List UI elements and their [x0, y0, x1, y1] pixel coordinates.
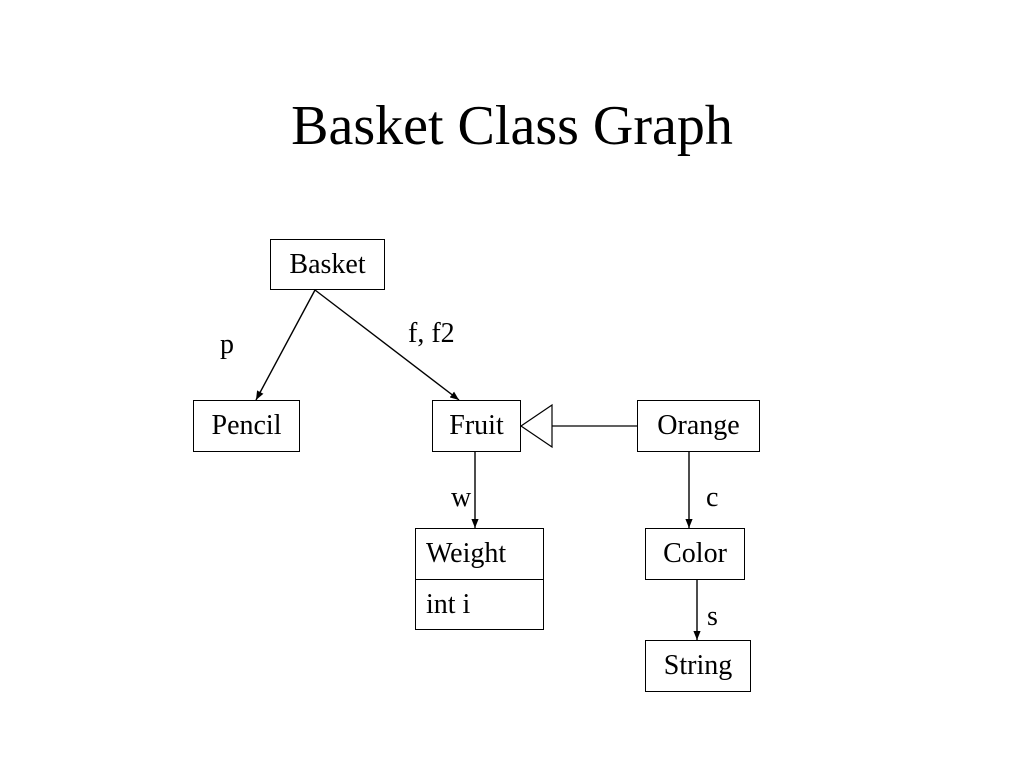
class-name-orange: Orange [657, 410, 740, 441]
class-field-section: int i [416, 579, 543, 629]
edge-label-f-f2: f, f2 [408, 318, 455, 349]
class-name-section: Weight [416, 529, 543, 579]
class-name-basket: Basket [289, 248, 366, 280]
class-box-orange[interactable]: Orange [637, 400, 760, 452]
slide-title: Basket Class Graph [291, 95, 733, 157]
class-box-pencil[interactable]: Pencil [193, 400, 300, 452]
edge-label-w: w [451, 482, 472, 513]
edge-basket-pencil [255, 289, 316, 401]
class-field-int-i: int i [426, 588, 471, 620]
class-name-fruit: Fruit [449, 410, 504, 441]
class-name-weight: Weight [426, 538, 507, 569]
class-name-string: String [663, 650, 733, 681]
class-box-color[interactable]: Color [645, 528, 745, 580]
class-box-fruit[interactable]: Fruit [432, 400, 521, 452]
edge-basket-fruit [314, 289, 460, 401]
class-box-weight[interactable]: Weight int i [415, 528, 544, 630]
class-name-color: Color [663, 538, 727, 569]
edge-label-s: s [707, 601, 718, 632]
class-box-string[interactable]: String [645, 640, 751, 692]
edge-label-p: p [220, 329, 234, 360]
class-box-basket[interactable]: Basket [270, 239, 385, 290]
inheritance-triangle [519, 403, 553, 449]
edge-label-c: c [706, 482, 719, 513]
class-name-pencil: Pencil [211, 410, 282, 441]
